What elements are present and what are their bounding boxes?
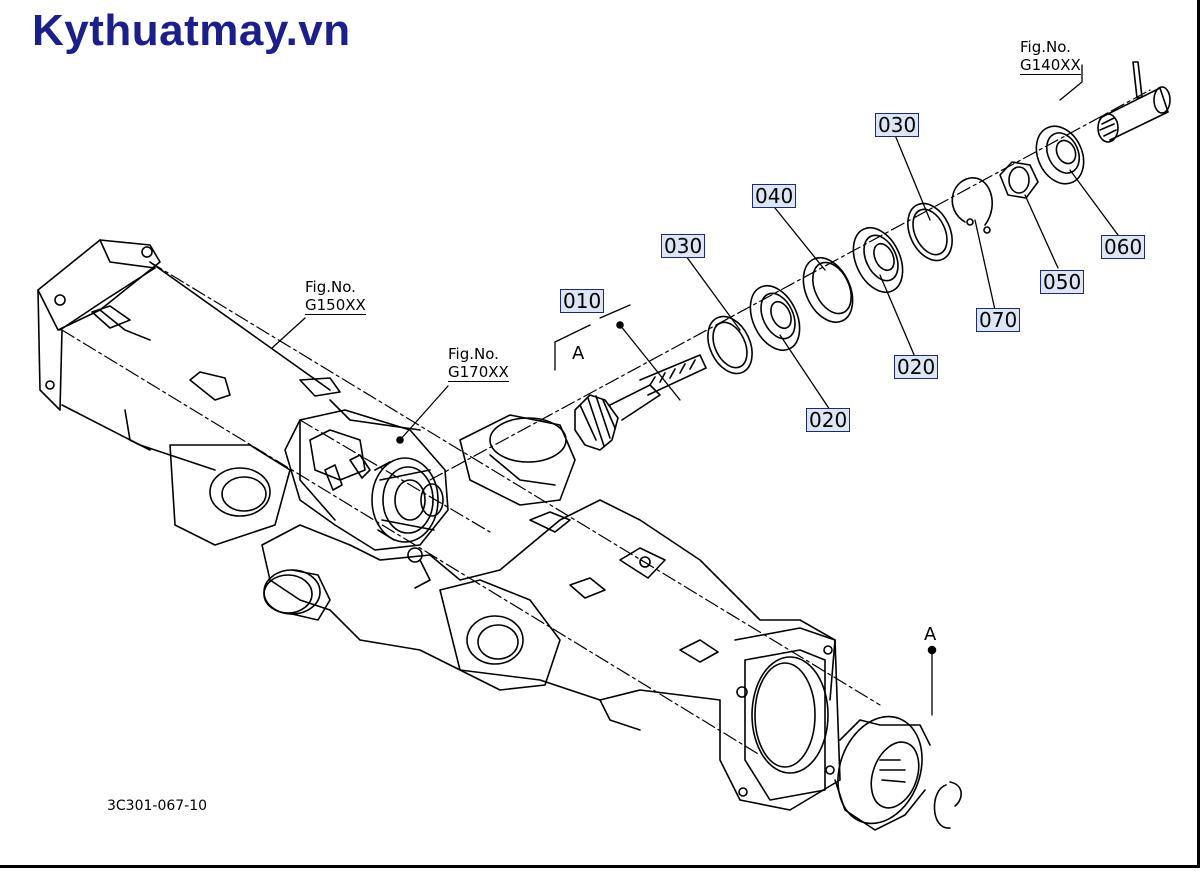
section-letter-a-top: A xyxy=(572,343,585,364)
callout-060[interactable]: 060 xyxy=(1101,235,1146,259)
fig-ref-label: Fig.No. xyxy=(305,278,356,296)
fig-ref-g170: Fig.No. G170XX xyxy=(448,345,509,382)
callout-030-left[interactable]: 030 xyxy=(661,234,706,258)
fig-ref-g150: Fig.No. G150XX xyxy=(305,278,366,315)
brand-watermark: Kythuatmay.vn xyxy=(32,6,351,55)
callout-020-upper[interactable]: 020 xyxy=(894,355,939,379)
fig-ref-code: G150XX xyxy=(305,296,366,315)
fig-ref-code: G140XX xyxy=(1020,56,1081,75)
centerlines xyxy=(61,89,1151,756)
fig-ref-label: Fig.No. xyxy=(1020,38,1071,56)
differential-assembly xyxy=(284,409,449,551)
bevel-pinion-shaft xyxy=(574,354,707,451)
ring-gear xyxy=(834,715,962,831)
callout-020-lower[interactable]: 020 xyxy=(806,408,851,432)
callout-070[interactable]: 070 xyxy=(976,308,1021,332)
axle-housing-left xyxy=(37,239,421,546)
fig-ref-g140: Fig.No. G140XX xyxy=(1020,38,1081,75)
callout-040[interactable]: 040 xyxy=(752,184,797,208)
section-letter-a-bottom: A xyxy=(924,624,937,645)
callout-050[interactable]: 050 xyxy=(1040,270,1085,294)
callout-030-right[interactable]: 030 xyxy=(875,113,920,137)
fig-ref-code: G170XX xyxy=(448,363,509,382)
leader-lines xyxy=(271,64,1119,716)
fig-ref-label: Fig.No. xyxy=(448,345,499,363)
axle-housing-right xyxy=(261,414,841,811)
bearing-stack xyxy=(707,61,1171,375)
callout-010[interactable]: 010 xyxy=(560,289,605,313)
drawing-number: 3C301-067-10 xyxy=(107,798,208,814)
